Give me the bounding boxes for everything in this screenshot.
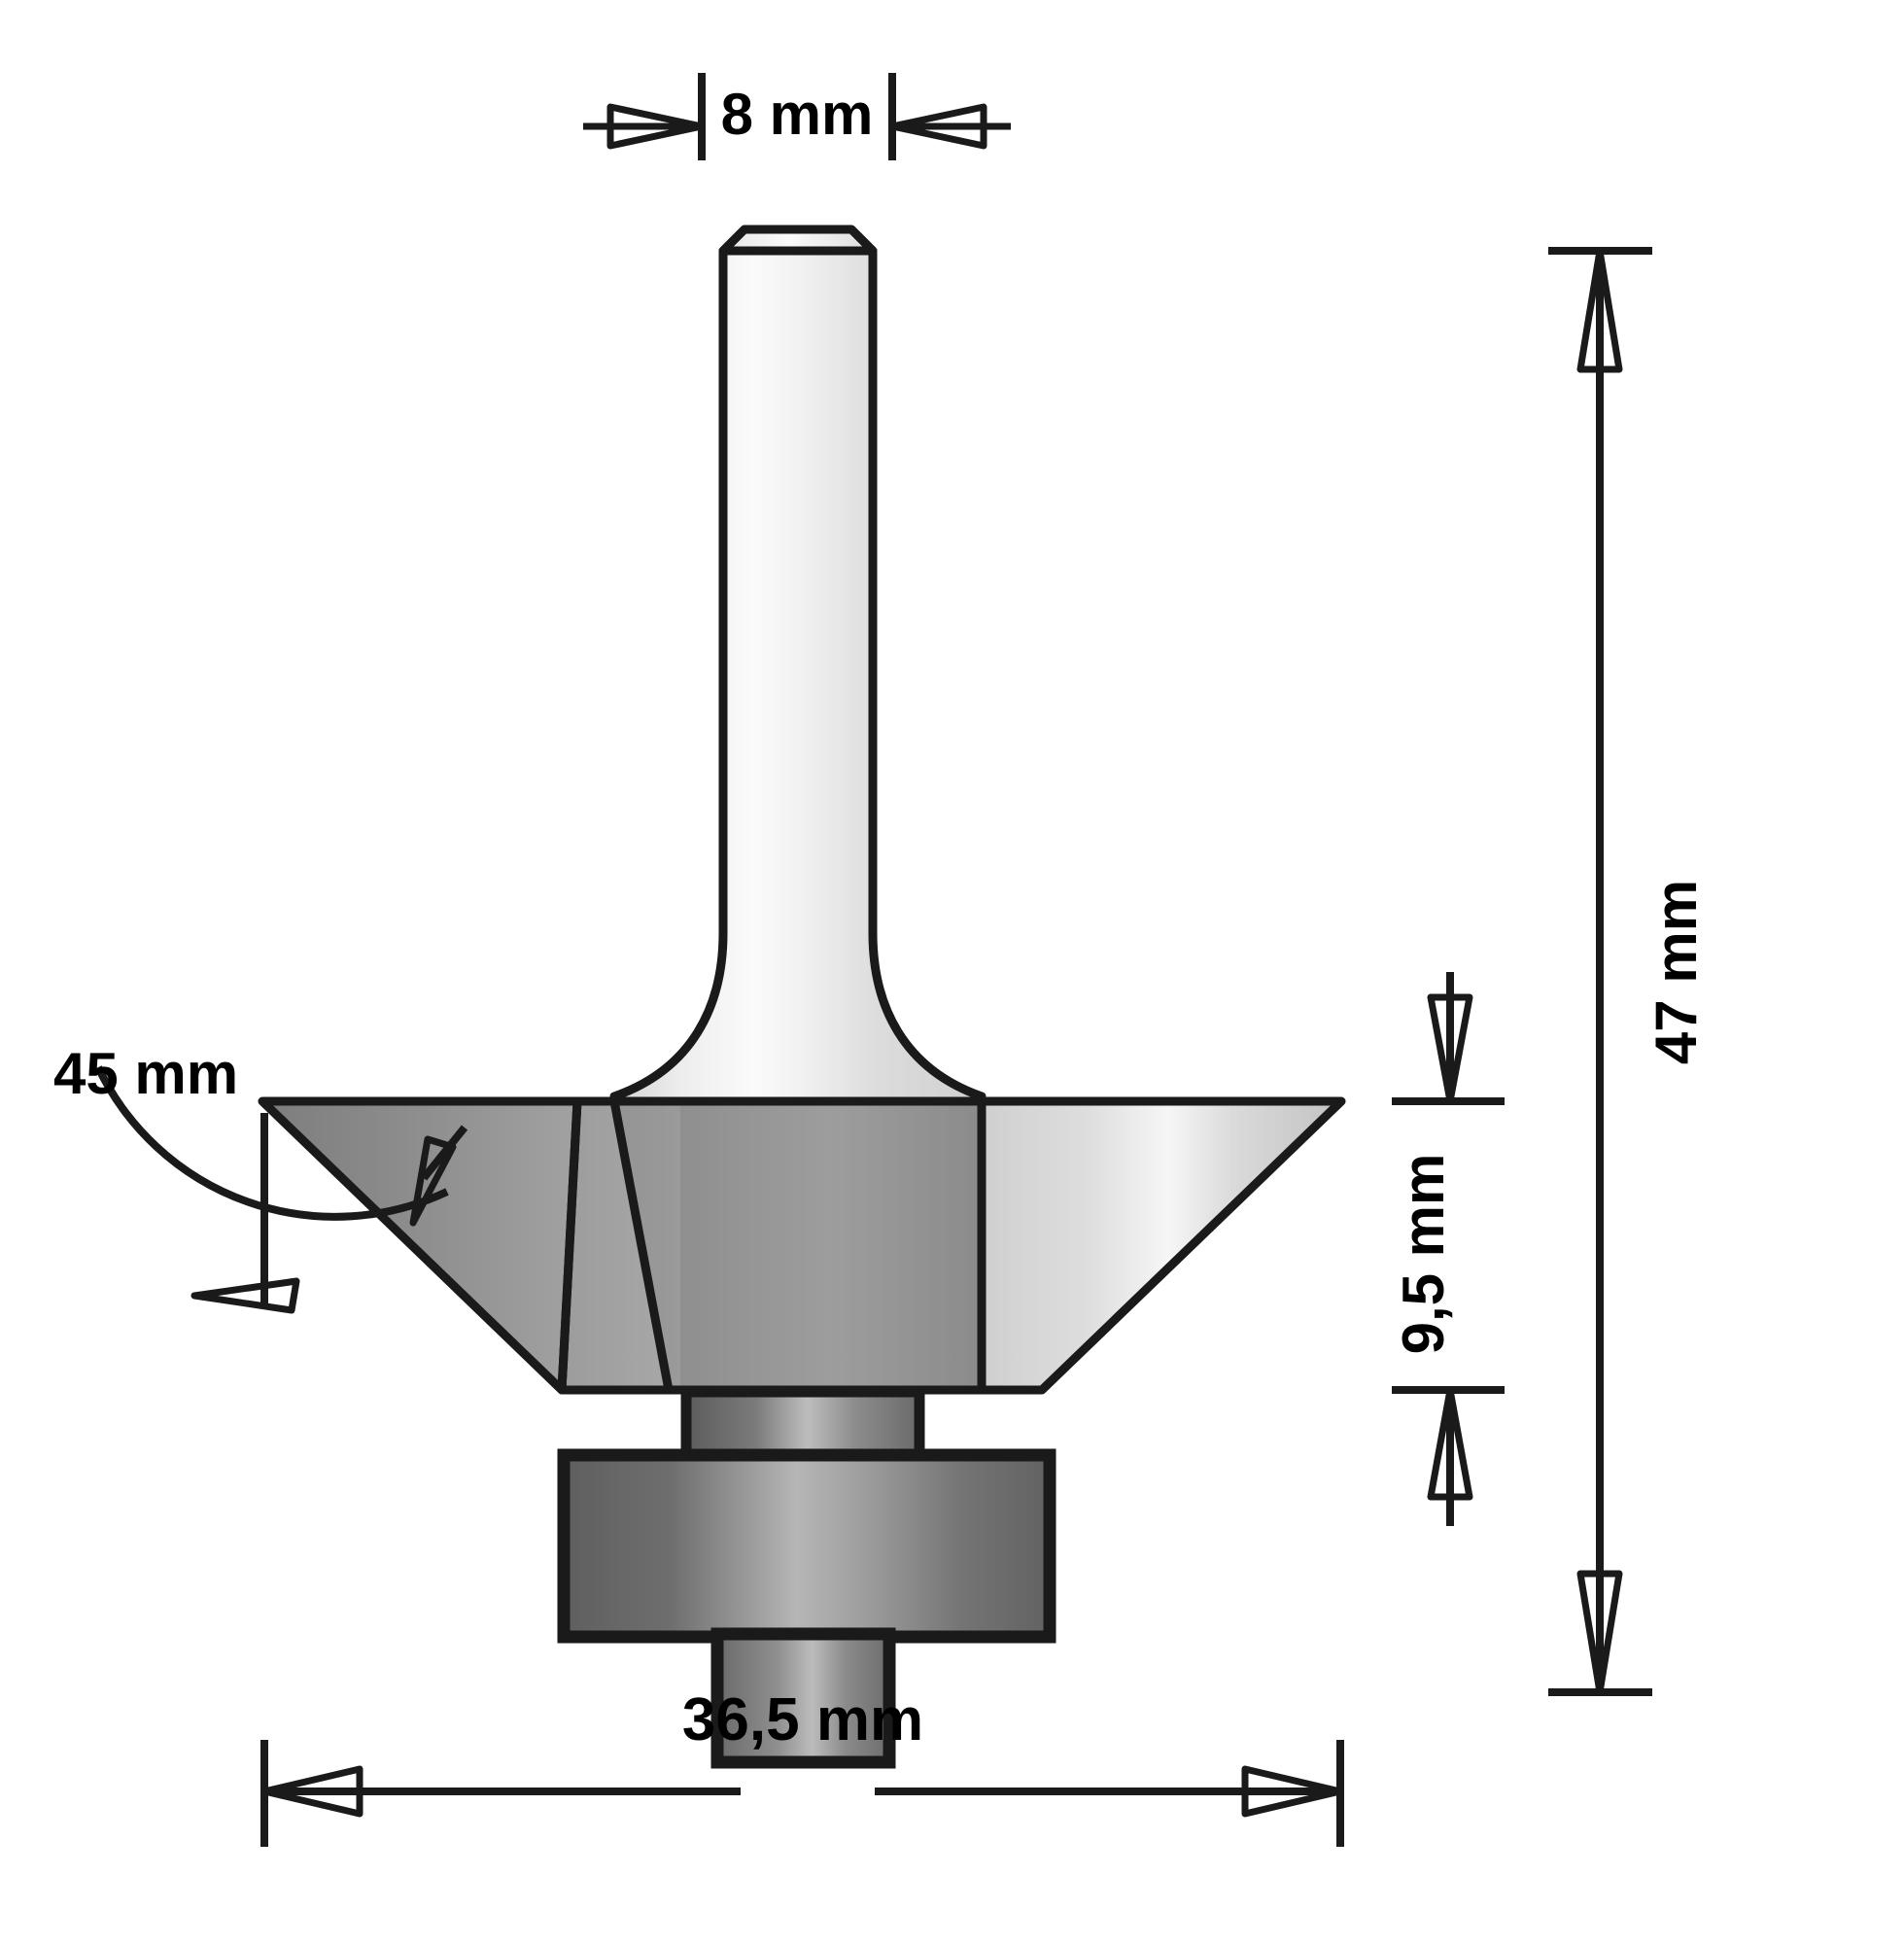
angle-arc bbox=[94, 1065, 449, 1221]
guide-bearing bbox=[557, 1448, 1056, 1644]
dim-label-overall-length: 47 mm bbox=[1644, 880, 1709, 1064]
dim-label-cutting-diameter: 36,5 mm bbox=[682, 1686, 923, 1753]
arrowhead-angle-lower bbox=[190, 1277, 300, 1314]
dimension-shank-diameter: 8 mm bbox=[583, 73, 1011, 160]
angle-leader bbox=[420, 1125, 468, 1181]
shank bbox=[609, 225, 987, 1106]
bearing-screw bbox=[710, 1627, 896, 1769]
cutting-edge-a bbox=[557, 1100, 582, 1391]
dim-label-shank-diameter: 8 mm bbox=[721, 82, 874, 147]
dimension-cutting-angle: 45 mm bbox=[53, 1041, 468, 1314]
dimension-overall-length: 47 mm bbox=[1548, 247, 1709, 1696]
arrowhead-angle-upper bbox=[409, 1135, 457, 1227]
dimension-cutting-height: 9,5 mm bbox=[1391, 972, 1505, 1526]
router-bit-body bbox=[258, 225, 1346, 1769]
arrowhead-left bbox=[606, 103, 706, 150]
arrowhead-right bbox=[1241, 1765, 1344, 1818]
dimension-cutting-diameter: 36,5 mm bbox=[260, 1686, 1344, 1847]
arrowhead-upper bbox=[1427, 993, 1473, 1105]
shank-top-face bbox=[718, 225, 878, 256]
dim-label-cutting-angle: 45 mm bbox=[53, 1041, 238, 1106]
arrowhead-lower bbox=[1427, 1386, 1473, 1501]
cutter-body-panel-right bbox=[680, 1101, 982, 1390]
cutting-edge-b bbox=[609, 1100, 674, 1391]
arrowhead-top bbox=[1576, 247, 1623, 373]
bearing-spacer bbox=[680, 1386, 925, 1464]
arrowhead-bottom bbox=[1576, 1570, 1623, 1696]
dim-label-cutting-height: 9,5 mm bbox=[1391, 1154, 1456, 1355]
cutter-right-wing bbox=[977, 1096, 1346, 1395]
arrowhead-left bbox=[260, 1765, 363, 1818]
arrowhead-right bbox=[888, 103, 987, 150]
